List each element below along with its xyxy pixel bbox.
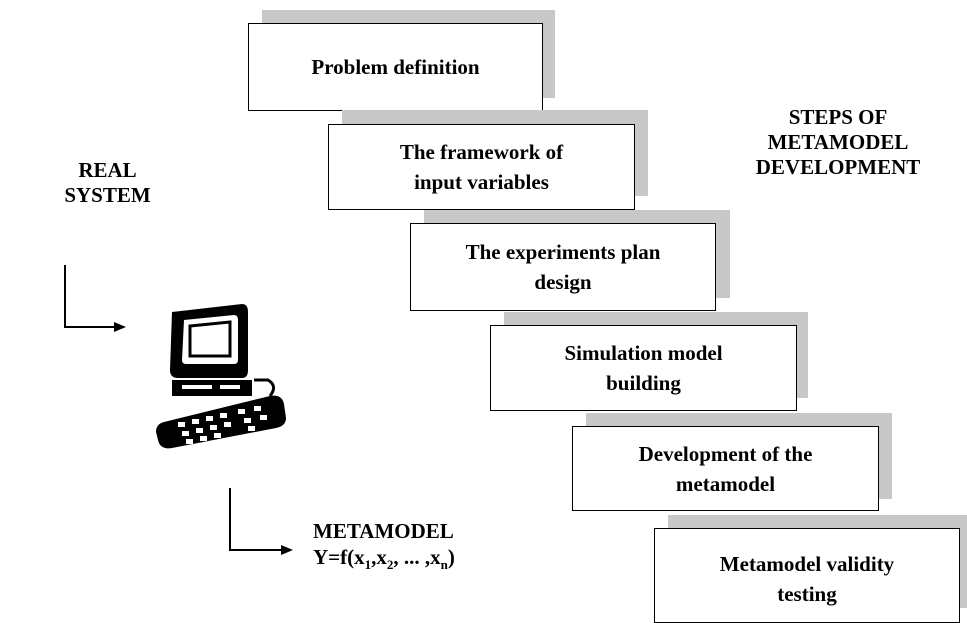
arrow-real-system-to-computer	[64, 265, 126, 332]
computer-icon	[156, 304, 286, 449]
metamodel-title: METAMODEL	[313, 519, 454, 543]
eq-suffix: )	[447, 545, 455, 569]
step-box: The experiments plan design	[410, 223, 716, 311]
eq-sub-n: n	[440, 557, 448, 573]
eq-sub-1: 1	[364, 557, 372, 573]
metamodel-label: METAMODEL Y=f(x1,x2, ... ,xn)	[313, 518, 455, 573]
metamodel-equation: Y=f(x1,x2, ... ,xn)	[313, 544, 455, 573]
flow-arrows	[64, 265, 293, 555]
arrow-computer-to-metamodel	[229, 488, 293, 555]
eq-sub-2: 2	[386, 557, 394, 573]
real-system-label: REAL SYSTEM	[64, 158, 151, 207]
step-box: Simulation model building	[490, 325, 797, 411]
eq-sep-2: , ... ,x	[393, 545, 441, 569]
step-box: Problem definition	[248, 23, 543, 111]
step-box: Development of the metamodel	[572, 426, 879, 511]
step-box: The framework of input variables	[328, 124, 635, 210]
steps-heading: STEPS OF METAMODEL DEVELOPMENT	[755, 105, 921, 179]
eq-prefix: Y=f(x	[313, 545, 365, 569]
eq-sep-1: ,x	[371, 545, 387, 569]
